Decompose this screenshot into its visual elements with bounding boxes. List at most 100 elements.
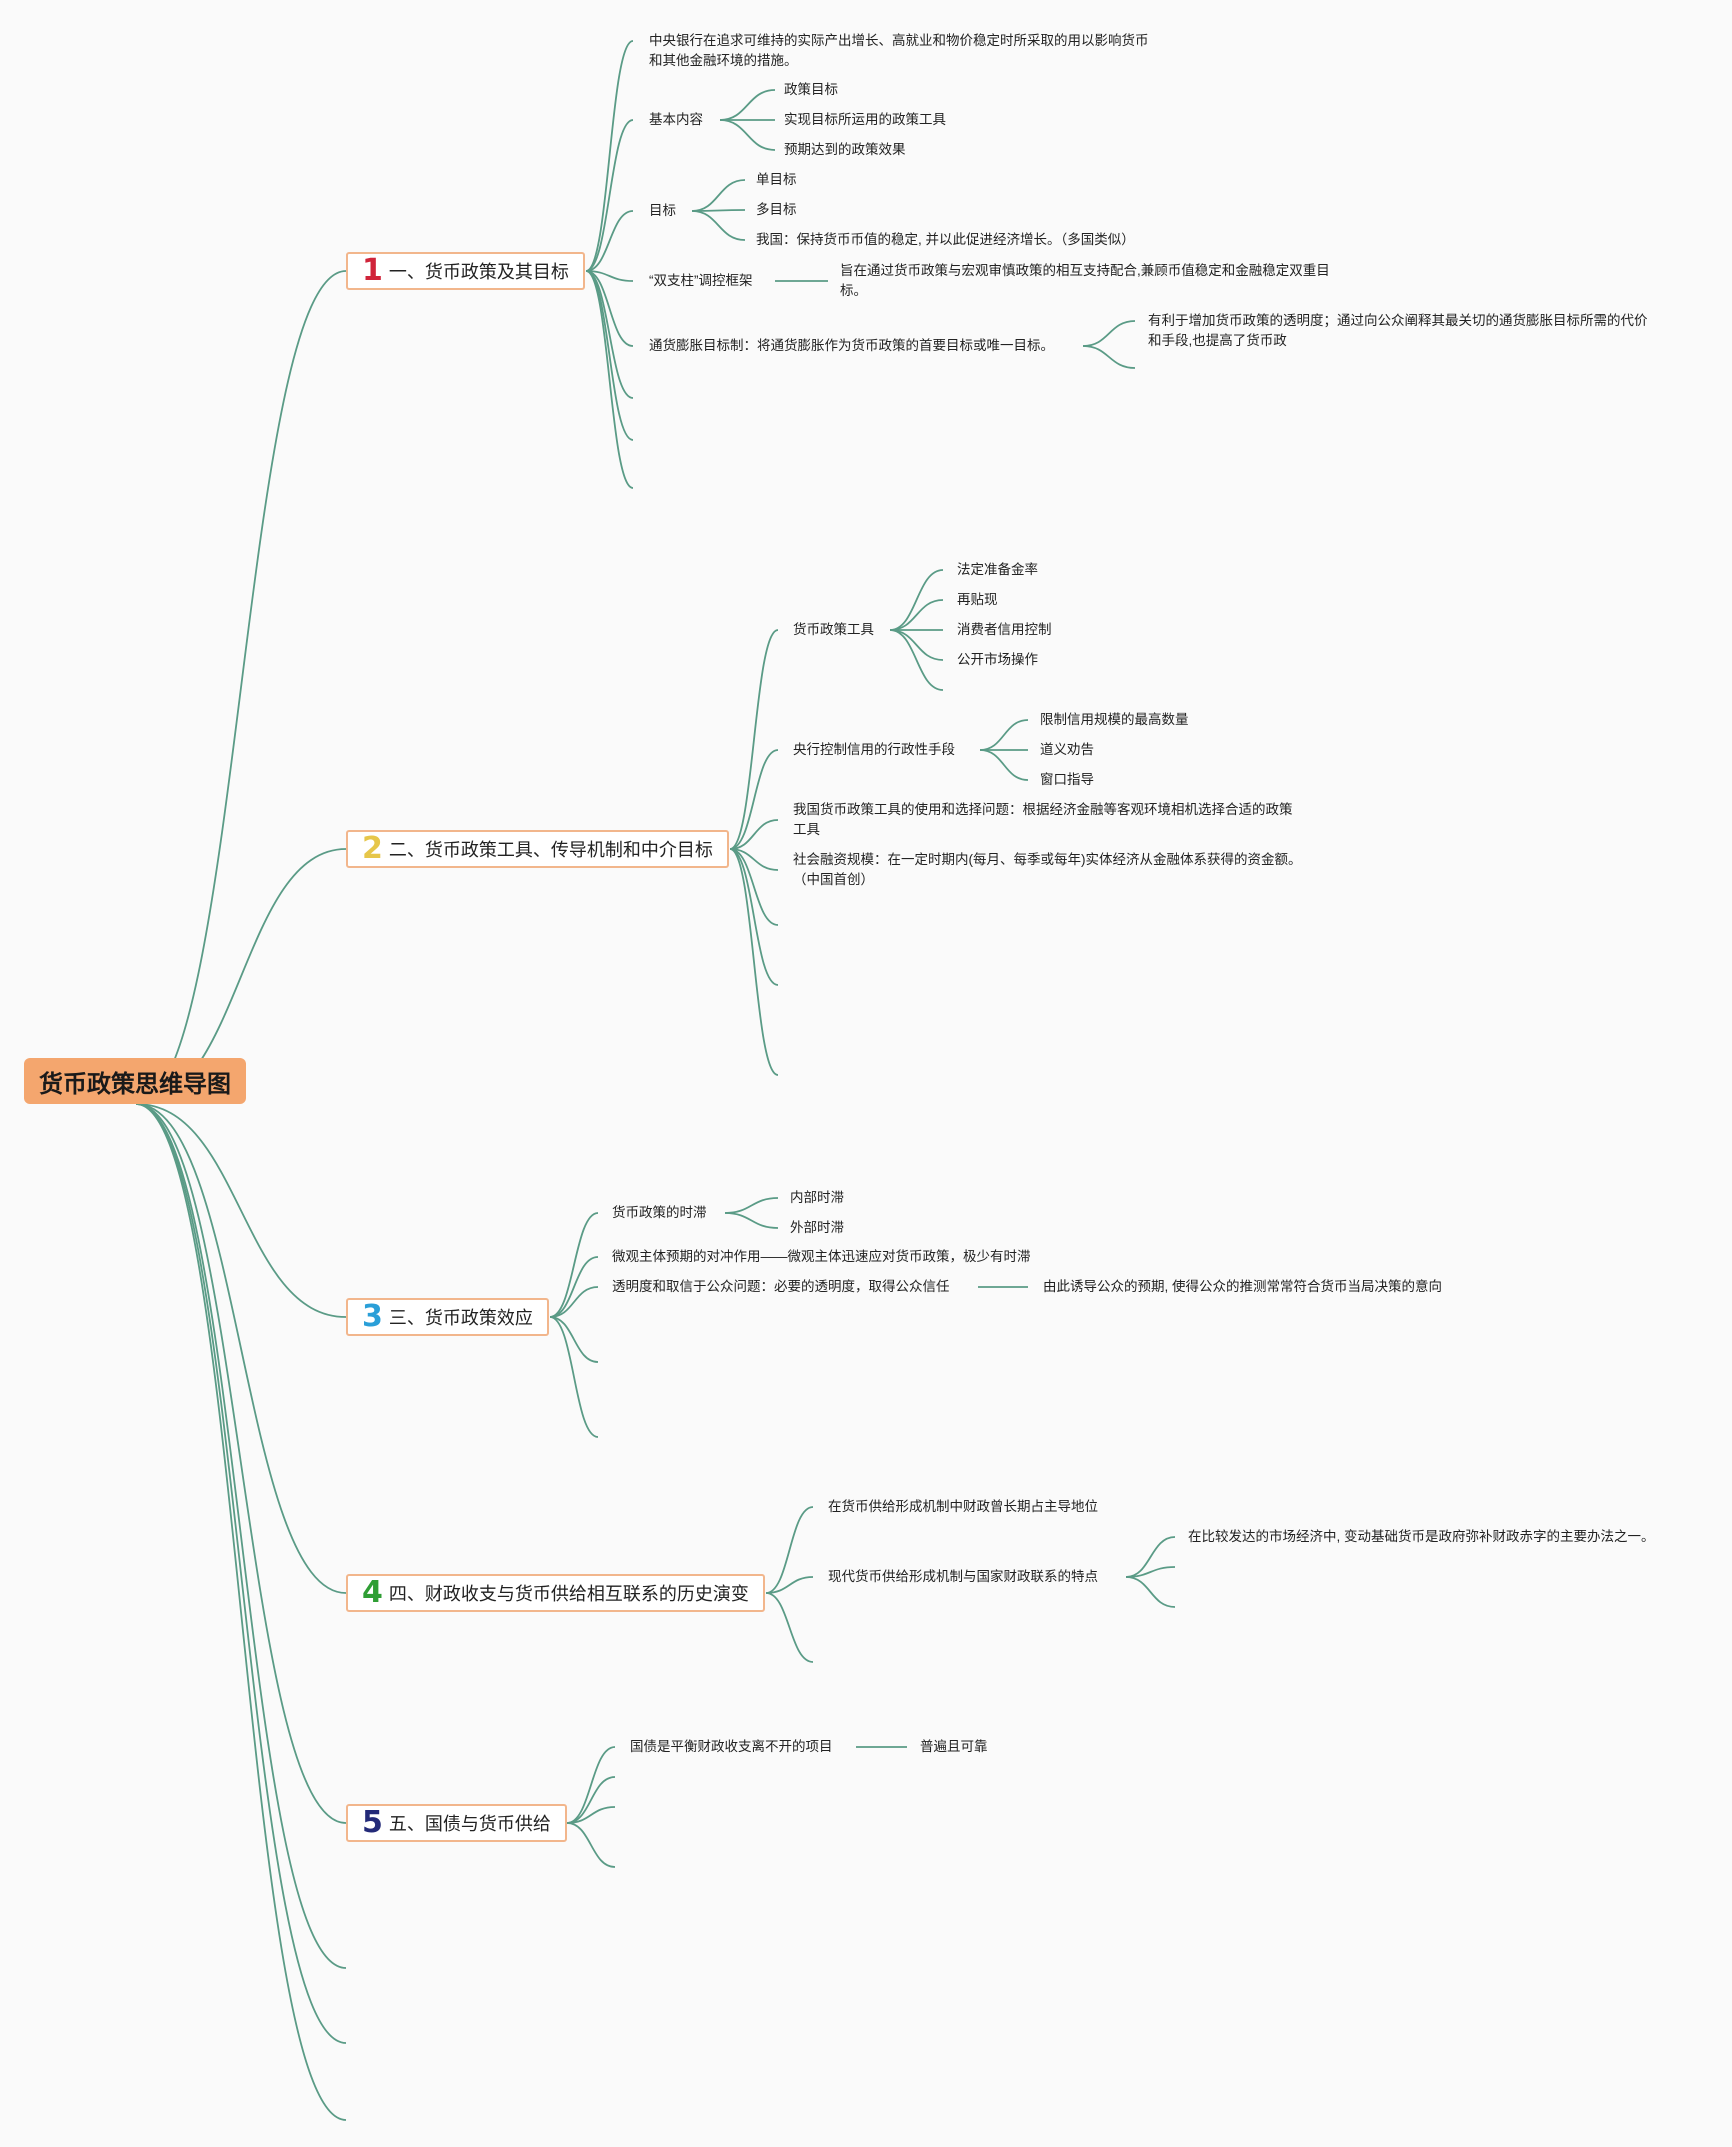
leaf-single-goal[interactable]: 单目标 — [756, 172, 797, 187]
leaf-social-financing[interactable]: 社会融资规模：在一定时期内(每月、每季或每年)实体经济从金融体系获得的资金额。（… — [793, 852, 1302, 887]
leaf-reserve-ratio[interactable]: 法定准备金率 — [957, 562, 1038, 577]
b3-2 — [549, 1286, 599, 1318]
number-5: 5 — [362, 1805, 383, 1840]
trunk-2 — [135, 1103, 347, 1318]
leaf-tool-choice[interactable]: 我国货币政策工具的使用和选择问题：根据经济金融等客观环境相机选择合适的政策工具 — [793, 802, 1293, 837]
b4-1 — [765, 1576, 814, 1594]
leaf-inflation-target[interactable]: 通货膨胀目标制：将通货膨胀作为货币政策的首要目标或唯一目标。 — [649, 338, 1054, 353]
leaf-modern-detail[interactable]: 在比较发达的市场经济中, 变动基础货币是政府弥补财政赤字的主要办法之一。 — [1188, 1529, 1655, 1544]
b1-3 — [585, 270, 634, 282]
b2-tools-4 — [889, 629, 944, 691]
branch-5[interactable]: 5 五、国债与货币供给 — [346, 1804, 567, 1842]
branch-1-label: 一、货币政策及其目标 — [388, 262, 569, 282]
leaf-rediscount[interactable]: 再贴现 — [957, 592, 998, 607]
leaf-modern-mechanism[interactable]: 现代货币供给形成机制与国家财政联系的特点 — [828, 1569, 1098, 1584]
b4-2 — [765, 1592, 814, 1663]
number-1: 1 — [362, 253, 383, 288]
b1-goal-0 — [691, 179, 746, 212]
branch-2[interactable]: 2 二、货币政策工具、传导机制和中介目标 — [346, 830, 729, 868]
b2-3 — [729, 848, 779, 871]
leaf-multi-goal[interactable]: 多目标 — [756, 202, 797, 217]
leaf-bond-detail[interactable]: 普遍且可靠 — [920, 1739, 988, 1754]
leaf-fiscal-dominant[interactable]: 在货币供给形成机制中财政曾长期占主导地位 — [828, 1499, 1098, 1514]
b1-4 — [585, 270, 634, 347]
number-4: 4 — [362, 1575, 383, 1610]
b5-0 — [566, 1746, 616, 1824]
leaf-twin-pillar[interactable]: “双支柱”调控框架 — [649, 273, 753, 288]
leaf-policy-tools-2[interactable]: 货币政策工具 — [793, 622, 874, 637]
b2-2 — [729, 819, 779, 850]
trunk-5 — [135, 1103, 347, 1969]
number-3: 3 — [362, 1299, 383, 1334]
leaf-definition[interactable]: 中央银行在追求可维持的实际产出增长、高就业和物价稳定时所采取的用以影响货币和其他… — [649, 33, 1149, 68]
leaf-outside-lag[interactable]: 外部时滞 — [790, 1220, 844, 1235]
leaf-inside-lag[interactable]: 内部时滞 — [790, 1190, 844, 1205]
trunk-6 — [135, 1103, 347, 2044]
leaf-time-lag[interactable]: 货币政策的时滞 — [612, 1205, 707, 1220]
b1-basic-2 — [719, 119, 776, 151]
leaf-policy-tools[interactable]: 实现目标所运用的政策工具 — [784, 112, 946, 127]
leaf-credit-limit[interactable]: 限制信用规模的最高数量 — [1040, 712, 1189, 727]
leaf-policy-effect[interactable]: 预期达到的政策效果 — [784, 142, 906, 157]
b2-5 — [729, 848, 779, 986]
leaf-window-guidance[interactable]: 窗口指导 — [1040, 772, 1094, 787]
branch-4-label: 四、财政收支与货币供给相互联系的历史演变 — [388, 1584, 749, 1604]
leaf-treasury-bond[interactable]: 国债是平衡财政收支离不开的项目 — [630, 1739, 833, 1754]
b1-goal-2 — [691, 210, 746, 241]
trunk-3 — [135, 1103, 347, 1594]
b3-lag-1 — [724, 1212, 779, 1229]
trunk-7 — [135, 1103, 347, 2121]
b3-1 — [549, 1256, 599, 1318]
branch-1[interactable]: 1 一、货币政策及其目标 — [346, 252, 585, 290]
b5-3 — [566, 1822, 616, 1868]
b4-modern-0 — [1125, 1536, 1176, 1578]
b2-tools-1 — [889, 599, 944, 631]
b1-2 — [585, 210, 634, 272]
b4-0 — [765, 1506, 814, 1594]
b3-0 — [549, 1212, 599, 1318]
b1-basic-0 — [719, 89, 776, 121]
leaf-transparency[interactable]: 透明度和取信于公众问题：必要的透明度，取得公众信任 — [612, 1279, 950, 1294]
b2-admin-0 — [979, 719, 1029, 751]
b1-infl-0 — [1082, 320, 1136, 347]
b2-6 — [729, 848, 779, 1076]
b1-7 — [585, 270, 634, 489]
branch-2-label: 二、货币政策工具、传导机制和中介目标 — [388, 840, 713, 860]
b2-0 — [729, 629, 779, 850]
trunk-4 — [135, 1103, 347, 1824]
b3-lag-0 — [724, 1197, 779, 1214]
leaf-inflation-detail[interactable]: 有利于增加货币政策的透明度；通过向公众阐释其最关切的通货膨胀目标所需的代价和手段… — [1148, 313, 1648, 348]
leaf-hedge[interactable]: 微观主体预期的对冲作用——微观主体迅速应对货币政策，极少有时滞 — [612, 1249, 1031, 1264]
leaf-china-goal[interactable]: 我国：保持货币币值的稳定, 并以此促进经济增长。（多国类似） — [756, 232, 1135, 247]
b2-4 — [729, 848, 779, 926]
leaf-consumer-credit[interactable]: 消费者信用控制 — [957, 622, 1052, 637]
leaf-admin-means[interactable]: 央行控制信用的行政性手段 — [793, 742, 955, 757]
leaf-open-market[interactable]: 公开市场操作 — [957, 652, 1038, 667]
leaf-moral-suasion[interactable]: 道义劝告 — [1040, 742, 1094, 757]
b2-admin-2 — [979, 749, 1029, 781]
b1-0 — [585, 40, 634, 272]
leaf-twin-pillar-detail[interactable]: 旨在通过货币政策与宏观审慎政策的相互支持配合,兼顾币值稳定和金融稳定双重目标。 — [840, 263, 1330, 298]
leaf-goal[interactable]: 目标 — [649, 203, 676, 218]
b2-tools-3 — [889, 629, 944, 661]
b5-2 — [566, 1806, 616, 1824]
b1-infl-1 — [1082, 345, 1136, 369]
root-topic[interactable]: 货币政策思维导图 — [24, 1058, 246, 1104]
b3-4 — [549, 1316, 599, 1438]
number-2: 2 — [362, 831, 383, 866]
b2-1 — [729, 749, 779, 850]
b2-tools-0 — [889, 569, 944, 631]
branch-4[interactable]: 4 四、财政收支与货币供给相互联系的历史演变 — [346, 1574, 765, 1612]
b4-modern-2 — [1125, 1576, 1176, 1608]
branch-3[interactable]: 3 三、货币政策效应 — [346, 1298, 549, 1336]
leaf-basic-content[interactable]: 基本内容 — [649, 112, 703, 127]
b1-1 — [585, 119, 634, 272]
branch-5-label: 五、国债与货币供给 — [388, 1814, 551, 1834]
leaf-transparency-detail[interactable]: 由此诱导公众的预期, 使得公众的推测常常符合货币当局决策的意向 — [1043, 1279, 1443, 1294]
b1-6 — [585, 270, 634, 441]
b3-3 — [549, 1316, 599, 1363]
branch-3-label: 三、货币政策效应 — [388, 1308, 533, 1328]
trunk-0 — [135, 270, 347, 1105]
leaf-policy-goal[interactable]: 政策目标 — [784, 82, 838, 97]
